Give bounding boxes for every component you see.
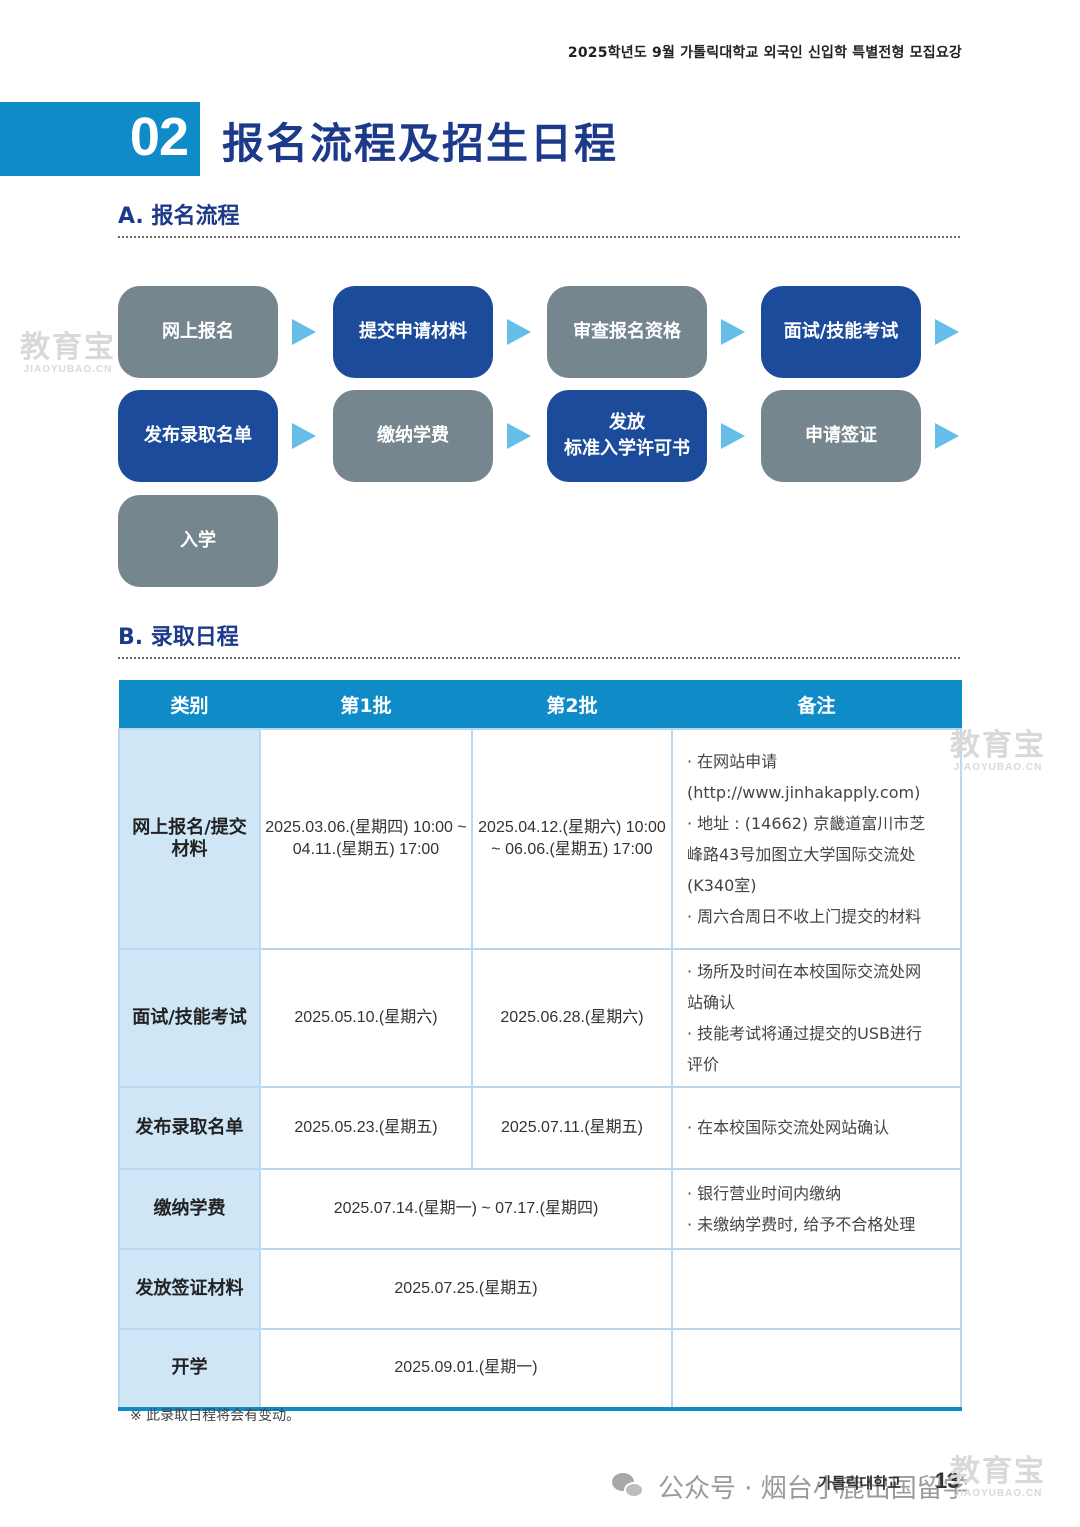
flow-step: 审查报名资格 <box>547 286 707 378</box>
section-a-title: A. 报名流程 <box>118 204 240 229</box>
table-row: 发布录取名单 2025.05.23.(星期五) 2025.07.11.(星期五)… <box>118 1085 962 1170</box>
university-brand: 가톨릭대학교 <box>818 1474 901 1492</box>
section-b-title: B. 录取日程 <box>118 625 239 650</box>
row-category: 发放签证材料 <box>118 1247 261 1330</box>
flow-step-label: 缴纳学费 <box>377 425 449 446</box>
table-row: 发放签证材料 2025.07.25.(星期五) <box>118 1247 962 1330</box>
flow-step-label: 提交申请材料 <box>359 321 467 342</box>
page-number: 13 <box>935 1468 960 1493</box>
flow-step: 网上报名 <box>118 286 278 378</box>
flow-arrow-icon <box>935 423 959 449</box>
flow-arrow-icon <box>935 319 959 345</box>
row-merged-date: 2025.07.14.(星期一) ~ 07.17.(星期四) <box>259 1167 673 1250</box>
watermark-text: 教育宝 <box>950 1454 1046 1489</box>
watermark-text: 教育宝 <box>950 728 1046 763</box>
flow-arrow-icon <box>292 319 316 345</box>
footnote: ※ 此录取日程将会有变动。 <box>130 1408 301 1424</box>
flow-arrow-icon <box>721 319 745 345</box>
row-notes <box>671 1247 962 1330</box>
flow-arrow-icon <box>721 423 745 449</box>
row-category: 网上报名/提交材料 <box>118 727 261 950</box>
flow-step: 申请签证 <box>761 390 921 482</box>
header-category: 类别 <box>118 680 261 729</box>
table-row: 面试/技能考试 2025.05.10.(星期六) 2025.06.28.(星期六… <box>118 947 962 1088</box>
watermark-url: JIAOYUBAO.CN <box>953 1488 1043 1499</box>
flow-step: 发放标准入学许可书 <box>547 390 707 482</box>
section-number-band: 02 <box>0 102 200 176</box>
section-number: 02 <box>129 107 189 167</box>
table-row: 开学 2025.09.01.(星期一) <box>118 1327 962 1411</box>
row-merged-date: 2025.07.25.(星期五) <box>259 1247 673 1330</box>
table-row: 缴纳学费 2025.07.14.(星期一) ~ 07.17.(星期四) · 银行… <box>118 1167 962 1250</box>
row-batch1: 2025.05.10.(星期六) <box>259 947 473 1088</box>
watermark-text: 教育宝 <box>20 330 116 365</box>
header-batch1: 第1批 <box>259 680 473 729</box>
flow-step: 入学 <box>118 495 278 587</box>
flow-step-label: 入学 <box>180 530 216 551</box>
watermark-bottom: 教育宝 JIAOYUBAO.CN <box>950 1454 1046 1500</box>
note-line: · 在本校国际交流处网站确认 <box>687 1118 890 1137</box>
note-line: · 周六合周日不收上门提交的材料 <box>687 906 922 926</box>
wechat-footer: 公众号 · 烟台小鹿出国留学 <box>612 1468 969 1505</box>
note-line: 峰路43号加图立大学国际交流处 <box>687 844 916 864</box>
flow-arrow-icon <box>292 423 316 449</box>
flow-step: 发布录取名单 <box>118 390 278 482</box>
note-line: · 未缴纳学费时, 给予不合格处理 <box>687 1214 916 1234</box>
page-title: 报名流程及招生日程 <box>222 119 619 168</box>
flow-step-label: 发布录取名单 <box>144 425 252 446</box>
watermark-url: JIAOYUBAO.CN <box>953 762 1043 773</box>
flow-step: 缴纳学费 <box>333 390 493 482</box>
row-category: 发布录取名单 <box>118 1085 261 1170</box>
header-batch2: 第2批 <box>471 680 673 729</box>
flow-arrow-icon <box>507 319 531 345</box>
row-category: 面试/技能考试 <box>118 947 261 1088</box>
row-batch2: 2025.06.28.(星期六) <box>471 947 673 1088</box>
row-notes: · 在本校国际交流处网站确认 <box>671 1085 962 1170</box>
section-b-divider <box>118 657 960 659</box>
row-batch1: 2025.05.23.(星期五) <box>259 1085 473 1170</box>
row-notes: · 在网站申请 (http://www.jinhakapply.com) · 地… <box>671 727 962 950</box>
watermark-right: 教育宝 JIAOYUBAO.CN <box>950 728 1046 774</box>
note-line: · 在网站申请 <box>687 751 778 771</box>
row-notes: · 银行营业时间内缴纳 · 未缴纳学费时, 给予不合格处理 <box>671 1167 962 1250</box>
schedule-table: 类别 第1批 第2批 备注 网上报名/提交材料 2025.03.06.(星期四)… <box>118 680 962 1411</box>
watermark-left: 教育宝 JIAOYUBAO.CN <box>20 330 116 376</box>
row-merged-date: 2025.09.01.(星期一) <box>259 1327 673 1411</box>
note-line: (http://www.jinhakapply.com) <box>687 782 921 802</box>
header-notes: 备注 <box>671 680 962 729</box>
note-line: · 技能考试将通过提交的USB进行 <box>687 1023 923 1043</box>
note-line: · 银行营业时间内缴纳 <box>687 1183 842 1203</box>
row-batch1: 2025.03.06.(星期四) 10:00 ~ 04.11.(星期五) 17:… <box>259 727 473 950</box>
document-header: 2025학년도 9월 가톨릭대학교 외국인 신입학 특별전형 모집요강 <box>567 45 962 61</box>
note-line: · 地址 : (14662) 京畿道富川市芝 <box>687 813 926 833</box>
flow-step-label: 网上报名 <box>162 321 234 342</box>
flow-step: 提交申请材料 <box>333 286 493 378</box>
flow-step-label: 面试/技能考试 <box>783 321 899 342</box>
watermark-url: JIAOYUBAO.CN <box>23 364 113 375</box>
flow-step-label: 审查报名资格 <box>573 321 681 342</box>
flow-step-label: 标准入学许可书 <box>564 438 690 459</box>
row-notes <box>671 1327 962 1411</box>
section-a-divider <box>118 236 960 238</box>
note-line: 站确认 <box>687 992 736 1012</box>
row-category: 开学 <box>118 1327 261 1411</box>
note-line: (K340室) <box>687 875 757 895</box>
note-line: 评价 <box>687 1054 720 1074</box>
flow-step-label: 申请签证 <box>805 425 877 446</box>
table-row: 网上报名/提交材料 2025.03.06.(星期四) 10:00 ~ 04.11… <box>118 727 962 950</box>
note-line: · 场所及时间在本校国际交流处网 <box>687 961 922 981</box>
wechat-account-text: 公众号 · 烟台小鹿出国留学 <box>658 1474 969 1504</box>
row-batch2: 2025.04.12.(星期六) 10:00 ~ 06.06.(星期五) 17:… <box>471 727 673 950</box>
wechat-icon <box>612 1472 646 1501</box>
row-batch2: 2025.07.11.(星期五) <box>471 1085 673 1170</box>
flow-step-label: 发放 <box>609 412 645 433</box>
flow-arrow-icon <box>507 423 531 449</box>
row-notes: · 场所及时间在本校国际交流处网 站确认 · 技能考试将通过提交的USB进行 评… <box>671 947 962 1088</box>
row-category: 缴纳学费 <box>118 1167 261 1250</box>
flow-step: 面试/技能考试 <box>761 286 921 378</box>
